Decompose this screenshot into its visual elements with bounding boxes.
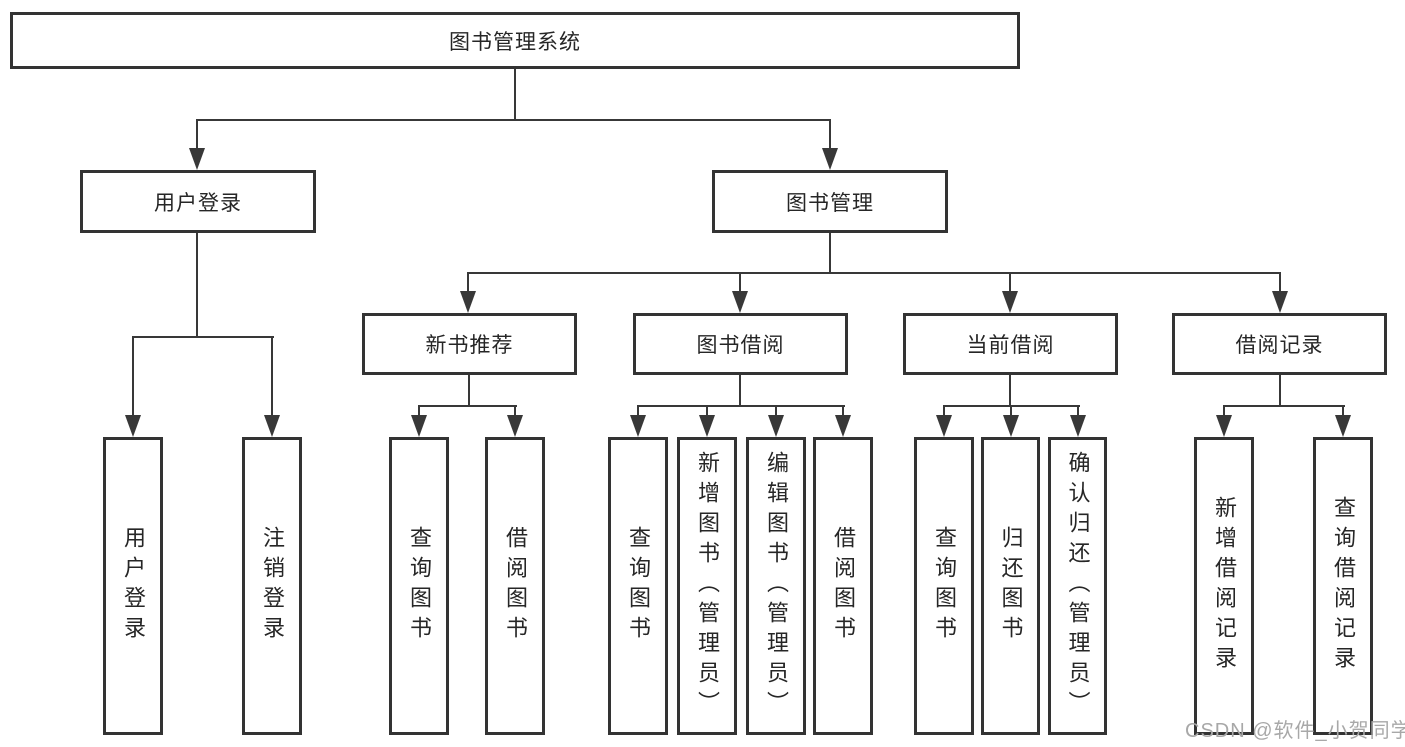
connector-line — [1009, 375, 1011, 407]
arrowhead-icon — [189, 148, 205, 170]
arrowhead-icon — [1335, 415, 1351, 437]
leaf-add-borrow-record: 新增借阅记录 — [1194, 437, 1254, 735]
connector-line — [1342, 405, 1344, 419]
leaf-query-books-current: 查询图书 — [914, 437, 974, 735]
connector-line — [132, 336, 274, 338]
connector-line — [1223, 405, 1345, 407]
leaf-return-book: 归还图书 — [981, 437, 1040, 735]
arrowhead-icon — [936, 415, 952, 437]
connector-line — [1223, 405, 1225, 419]
arrowhead-icon — [822, 148, 838, 170]
connector-line — [775, 405, 777, 419]
connector-line — [706, 405, 708, 419]
connector-line — [468, 375, 470, 407]
connector-line — [271, 336, 273, 418]
connector-line — [637, 405, 639, 419]
arrowhead-icon — [1002, 291, 1018, 313]
leaf-edit-book-admin: 编辑图书（管理员） — [746, 437, 806, 735]
connector-line — [829, 233, 831, 274]
connector-line — [514, 405, 516, 419]
node-book-borrow: 图书借阅 — [633, 313, 848, 375]
leaf-query-books-recommend: 查询图书 — [389, 437, 449, 735]
connector-line — [196, 119, 831, 121]
node-root: 图书管理系统 — [10, 12, 1020, 69]
arrowhead-icon — [507, 415, 523, 437]
leaf-add-book-admin: 新增图书（管理员） — [677, 437, 737, 735]
arrowhead-icon — [768, 415, 784, 437]
connector-line — [1010, 405, 1012, 419]
connector-line — [467, 272, 1281, 274]
arrowhead-icon — [699, 415, 715, 437]
watermark: CSDN @软件_小贺同学 — [1185, 720, 1405, 742]
arrowhead-icon — [411, 415, 427, 437]
connector-line — [418, 405, 420, 419]
connector-line — [467, 272, 469, 294]
connector-line — [842, 405, 844, 419]
connector-line — [1279, 272, 1281, 294]
connector-line — [132, 336, 134, 418]
connector-line — [829, 119, 831, 151]
node-user-login: 用户登录 — [80, 170, 316, 233]
connector-line — [739, 375, 741, 407]
leaf-logout: 注销登录 — [242, 437, 302, 735]
leaf-borrow-books: 借阅图书 — [813, 437, 873, 735]
arrowhead-icon — [460, 291, 476, 313]
connector-line — [1077, 405, 1079, 419]
arrowhead-icon — [732, 291, 748, 313]
arrowhead-icon — [1003, 415, 1019, 437]
connector-line — [637, 405, 845, 407]
node-current-borrow: 当前借阅 — [903, 313, 1118, 375]
leaf-query-books-borrow: 查询图书 — [608, 437, 668, 735]
connector-line — [739, 272, 741, 294]
arrowhead-icon — [1272, 291, 1288, 313]
connector-line — [196, 119, 198, 151]
connector-line — [943, 405, 945, 419]
connector-line — [514, 68, 516, 120]
leaf-query-borrow-record: 查询借阅记录 — [1313, 437, 1373, 735]
leaf-borrow-books-recommend: 借阅图书 — [485, 437, 545, 735]
arrowhead-icon — [125, 415, 141, 437]
leaf-confirm-return-admin: 确认归还（管理员） — [1048, 437, 1107, 735]
arrowhead-icon — [835, 415, 851, 437]
connector-line — [1279, 375, 1281, 407]
arrowhead-icon — [264, 415, 280, 437]
arrowhead-icon — [630, 415, 646, 437]
node-new-book-recommend: 新书推荐 — [362, 313, 577, 375]
arrowhead-icon — [1070, 415, 1086, 437]
connector-line — [1009, 272, 1011, 294]
connector-line — [418, 405, 517, 407]
arrowhead-icon — [1216, 415, 1232, 437]
node-borrow-records: 借阅记录 — [1172, 313, 1387, 375]
connector-line — [196, 233, 198, 338]
leaf-user-login: 用户登录 — [103, 437, 163, 735]
node-book-management: 图书管理 — [712, 170, 948, 233]
